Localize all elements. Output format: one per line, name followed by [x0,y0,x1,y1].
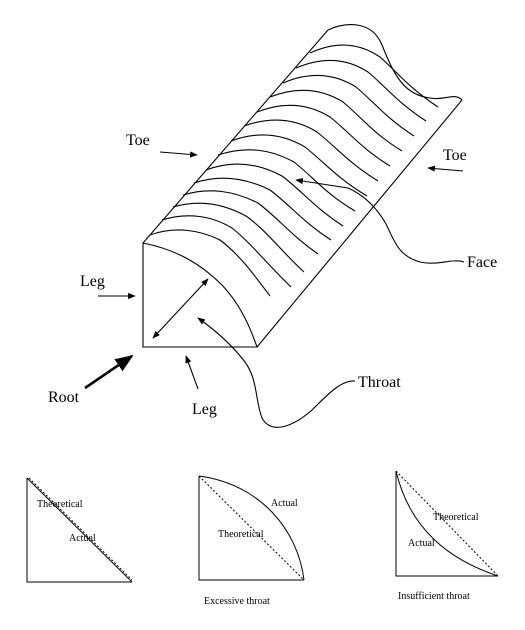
profile-1-actual-label: Actual [69,533,96,544]
profile-3-caption: Insufficient throat [398,591,470,602]
toe-left-label: Toe [126,132,150,149]
profile-excessive-throat [198,475,305,581]
face-label: Face [467,254,497,271]
toe-right-label: Toe [443,147,467,164]
leg-bottom-label: Leg [192,401,217,418]
root-label: Root [48,389,80,406]
profile-3-theoretical-label: Theoretical [433,512,479,523]
profile-1-theoretical-label: Theoretical [37,499,83,510]
profile-2-actual-label: Actual [271,498,298,509]
leg-dimension-arrow [152,278,209,339]
weld-root-edge [256,99,463,348]
toe-right-arrow [427,165,464,172]
profile-2-theoretical-label: Theoretical [218,529,264,540]
throat-pointer [197,317,356,428]
face-pointer [295,178,465,264]
leg-bottom-arrow [185,355,199,390]
weld-ripples [149,44,439,297]
throat-label: Throat [358,374,401,391]
leg-left-label: Leg [80,273,105,290]
profile-3-actual-label: Actual [408,538,435,549]
toe-left-arrow [159,151,198,158]
profile-2-caption: Excessive throat [204,596,270,607]
root-arrow [84,354,134,390]
profile-theoretical-vs-actual [26,477,133,583]
weld-toe-edge [142,29,329,244]
profile-insufficient-throat [395,470,499,577]
weld-end-face [142,242,258,348]
weld-far-profile [327,24,463,101]
